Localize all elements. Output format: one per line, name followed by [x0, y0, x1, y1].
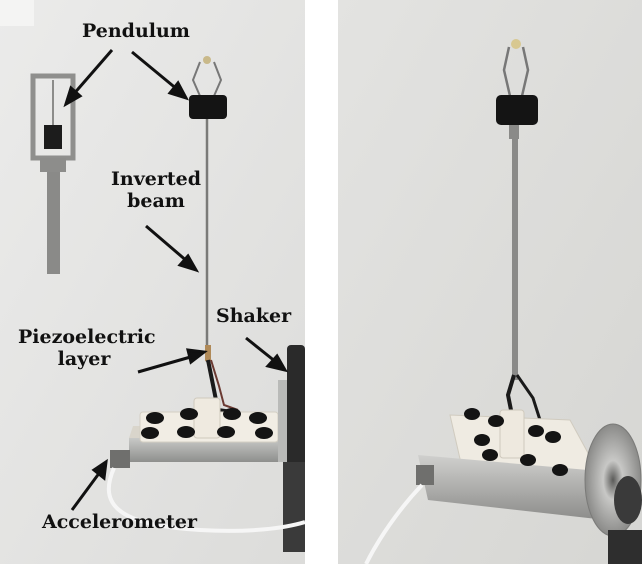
left-photo: Pendulum Inverted beam Piezoelectric lay…	[0, 0, 305, 564]
arrow-beam	[145, 224, 189, 264]
arrow-head-accelerometer	[91, 458, 108, 481]
arrow-pendulum-main	[131, 50, 179, 92]
shaker-hub	[614, 476, 642, 524]
shaker	[584, 423, 642, 564]
arrow-head-pendulum-inset	[63, 85, 83, 108]
shaker-body	[287, 345, 305, 475]
inset-neck	[40, 158, 66, 172]
corner-patch	[0, 0, 34, 26]
annotation-arrows	[63, 49, 289, 511]
accelerometer-cable	[106, 467, 305, 533]
inset-beam	[47, 172, 60, 274]
label-inverted-beam: Inverted beam	[108, 168, 204, 212]
label-piezo-line2: layer	[57, 348, 111, 370]
label-piezo-line1: Piezoelectric	[18, 326, 156, 348]
left-photo-canvas	[0, 0, 305, 564]
accelerometer-cable	[364, 483, 424, 564]
clamp-block	[499, 409, 525, 459]
piezoelectric-layer	[205, 345, 211, 361]
label-inverted-beam-line1: Inverted	[111, 168, 201, 190]
pendulum-cage	[502, 46, 530, 97]
wire-black-2	[515, 374, 542, 421]
arrow-head-shaker	[265, 353, 289, 373]
arrow-piezo	[137, 354, 195, 374]
arrow-head-pendulum-main	[167, 80, 190, 101]
pendulum-pivot	[511, 39, 521, 49]
shaker	[278, 345, 305, 552]
accelerometer-sensor	[416, 465, 434, 485]
arrow-shaker	[245, 336, 277, 364]
right-photo	[338, 0, 642, 564]
shaker-base	[418, 408, 606, 520]
pendulum-mass	[496, 95, 538, 125]
bolts	[141, 408, 273, 439]
background	[0, 0, 305, 564]
right-photo-canvas	[338, 0, 642, 564]
pendulum	[189, 56, 227, 119]
label-pendulum: Pendulum	[82, 20, 190, 42]
pendulum-mass	[189, 95, 227, 119]
inverted-beam	[512, 139, 518, 380]
shaker-stand	[283, 462, 305, 552]
pendulum-pivot	[203, 56, 211, 64]
arrow-head-piezo	[186, 348, 208, 365]
pendulum	[496, 39, 538, 139]
label-inverted-beam-line2: beam	[127, 190, 185, 212]
clamp-block	[193, 397, 221, 439]
accelerometer-sensor	[110, 450, 130, 468]
arrow-pendulum-inset	[70, 49, 114, 97]
arrow-accelerometer	[70, 471, 102, 511]
pendulum-inset	[30, 73, 76, 274]
pendulum-cage	[191, 61, 223, 97]
label-accelerometer: Accelerometer	[42, 511, 198, 533]
bolts	[464, 408, 568, 476]
arrow-head-beam	[177, 253, 200, 273]
label-shaker: Shaker	[216, 305, 292, 327]
shaker-base	[129, 397, 296, 462]
shaker-stand	[608, 530, 642, 564]
wire-red	[210, 359, 239, 411]
label-piezoelectric-layer: Piezoelectric layer	[18, 326, 156, 370]
pendulum-neck	[509, 125, 519, 139]
inset-mass	[44, 125, 62, 149]
